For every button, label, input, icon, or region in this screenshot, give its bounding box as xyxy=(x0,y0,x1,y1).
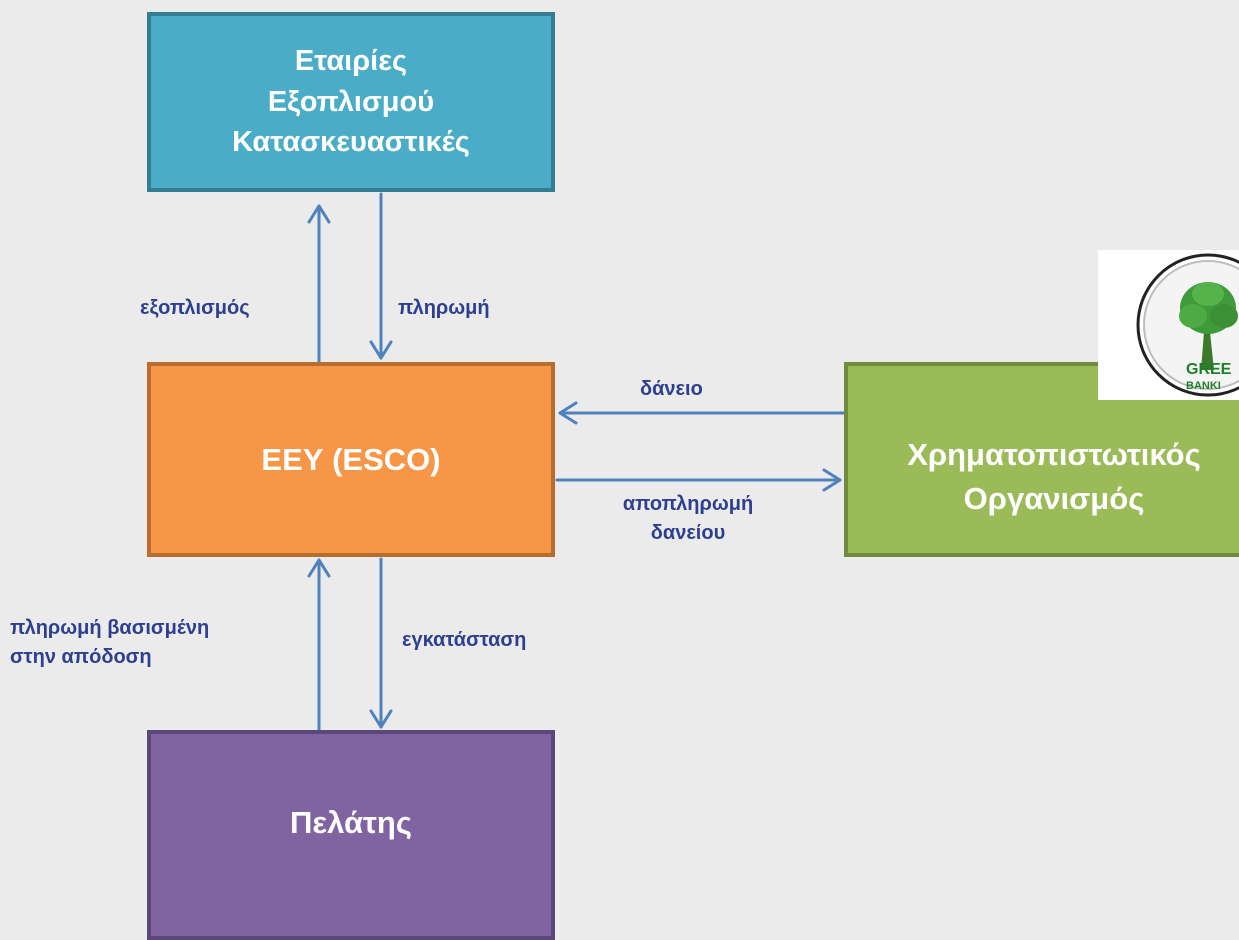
esco-label: ΕΕΥ (ESCO) xyxy=(261,441,441,477)
arrow-payment-to-equipment xyxy=(369,192,393,360)
edge-label-repayment-line-2: δανείου xyxy=(650,522,726,544)
green-tree-bank-logo-icon: GREE BANKI xyxy=(1136,253,1239,397)
arrow-performance-payment-to-esco xyxy=(307,558,331,732)
financial-label-line-1: Χρηματοπιστωτικός xyxy=(907,437,1201,473)
arrow-loan-to-esco xyxy=(558,401,846,425)
arrow-installation-to-client xyxy=(369,557,393,729)
financial-institution-box: Χρηματοπιστωτικός Οργανισμός xyxy=(844,362,1239,557)
green-banking-logo: GREE BANKI xyxy=(1098,250,1239,400)
logo-text-line-2: BANKI xyxy=(1186,380,1221,392)
equipment-companies-box: Εταιρίες Εξοπλισμού Κατασκευαστικές xyxy=(147,12,555,192)
arrow-repayment-to-financial xyxy=(555,468,842,492)
edge-label-equipment: εξοπλισμός xyxy=(140,297,250,319)
edge-label-installation: εγκατάσταση xyxy=(402,629,527,651)
financial-label-line-2: Οργανισμός xyxy=(963,480,1145,516)
client-label: Πελάτης xyxy=(290,805,412,841)
edge-label-repayment: αποπληρωμή δανείου xyxy=(598,490,778,548)
edge-label-performance-payment: πληρωμή βασισμένη στην απόδοση xyxy=(10,614,209,672)
client-box: Πελάτης xyxy=(147,730,555,940)
edge-label-repayment-line-1: αποπληρωμή xyxy=(622,493,754,515)
arrow-equipment-supply xyxy=(307,204,331,364)
equipment-label-line-2: Εξοπλισμού xyxy=(267,85,435,118)
edge-label-performance-payment-line-2: στην απόδοση xyxy=(10,646,152,668)
edge-label-performance-payment-line-1: πληρωμή βασισμένη xyxy=(10,617,210,639)
esco-box: ΕΕΥ (ESCO) xyxy=(147,362,555,557)
edge-label-loan: δάνειο xyxy=(640,378,703,400)
equipment-label-line-1: Εταιρίες xyxy=(294,45,408,78)
logo-text-line-1: GREE xyxy=(1186,361,1232,378)
edge-label-payment: πληρωμή xyxy=(398,297,490,319)
equipment-label-line-3: Κατασκευαστικές xyxy=(232,126,470,159)
